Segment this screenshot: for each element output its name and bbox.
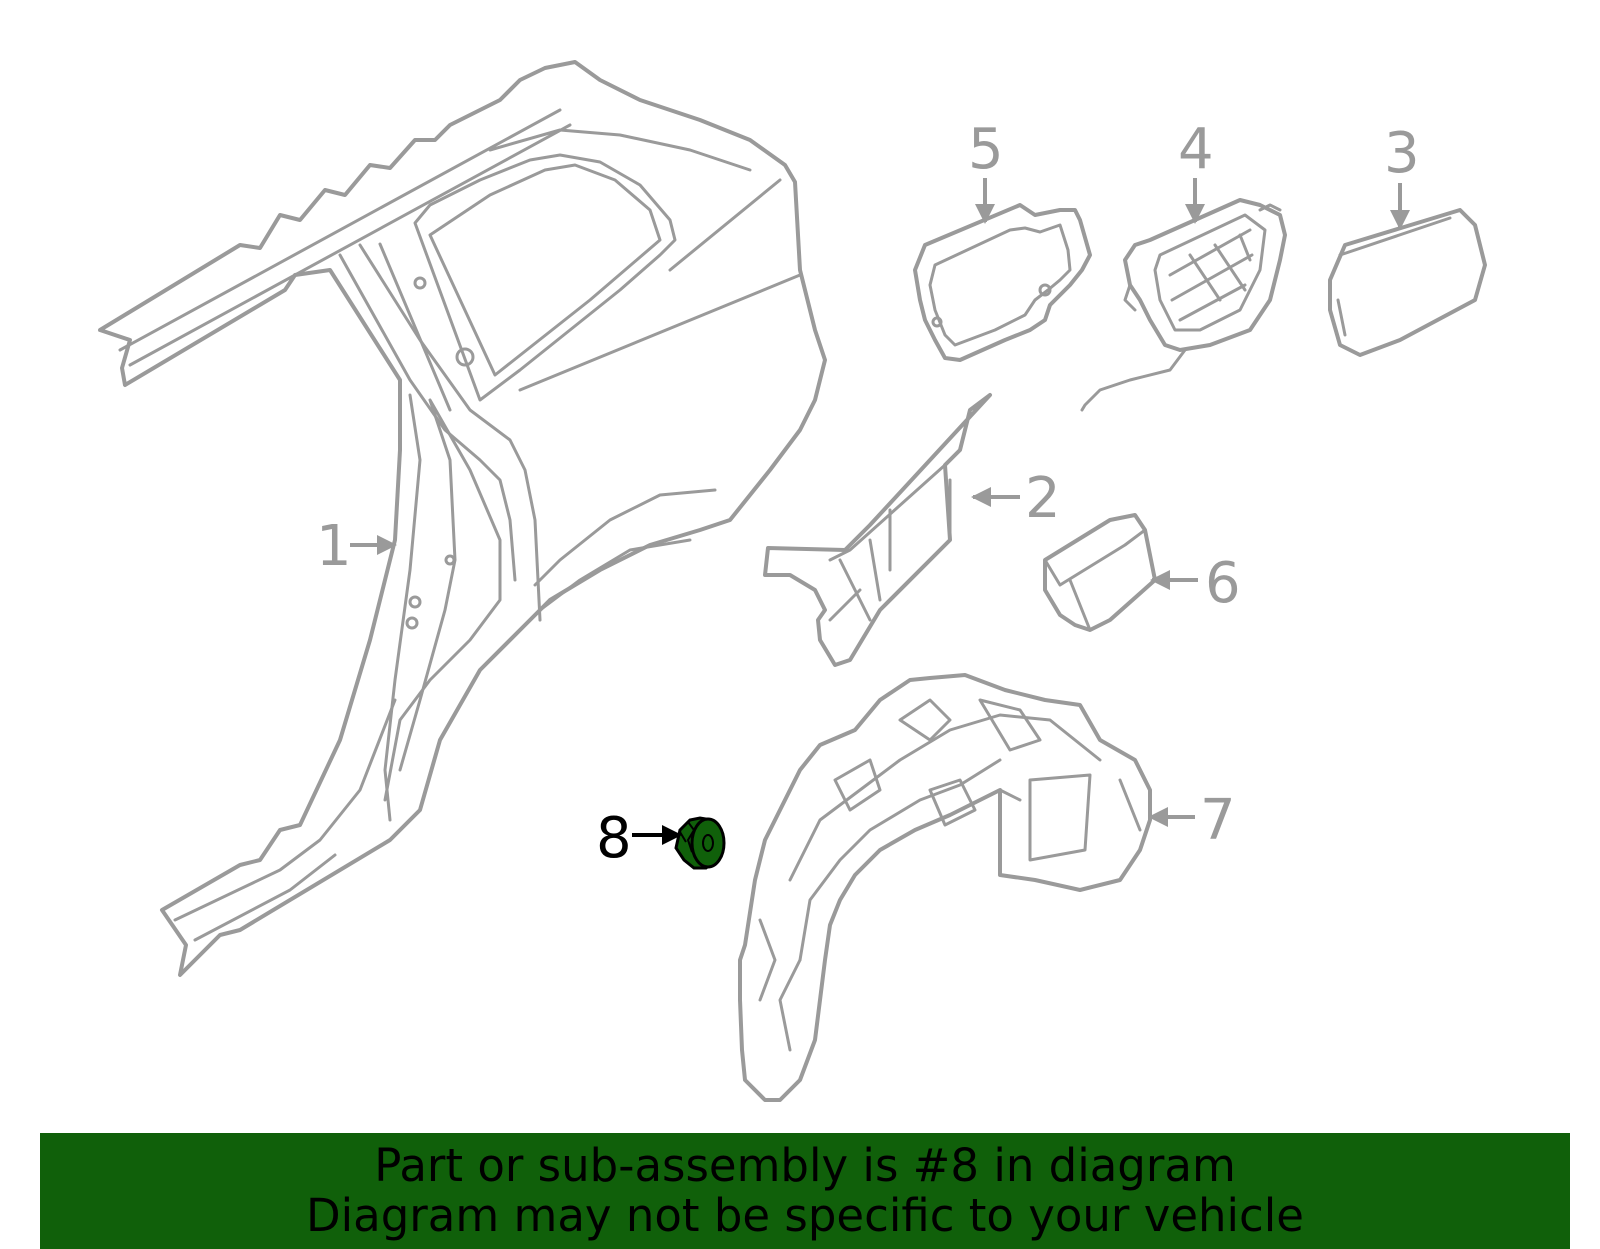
grommet-part-highlighted[interactable] xyxy=(674,816,726,870)
quarter-panel-part[interactable] xyxy=(98,60,827,977)
callout-number-4[interactable]: 4 xyxy=(1178,117,1214,182)
callout-number-2[interactable]: 2 xyxy=(1025,466,1061,531)
info-banner: Part or sub-assembly is #8 in diagram Di… xyxy=(40,1133,1570,1249)
wheel-house-liner-part[interactable] xyxy=(738,673,1152,1102)
callout-number-5[interactable]: 5 xyxy=(968,117,1004,182)
callout-number-3[interactable]: 3 xyxy=(1384,121,1420,186)
callout-number-7[interactable]: 7 xyxy=(1200,788,1236,853)
fuel-filler-pocket-part[interactable] xyxy=(913,203,1092,362)
banner-line-part-info: Part or sub-assembly is #8 in diagram xyxy=(374,1139,1236,1192)
fuel-door-cover-part[interactable] xyxy=(1328,208,1487,357)
inner-panel-bracket-part[interactable] xyxy=(763,393,992,667)
fuel-door-housing-part[interactable] xyxy=(1080,198,1287,412)
trim-piece-part[interactable] xyxy=(1043,513,1157,632)
parts-diagram: 1 2 3 4 5 6 7 8 xyxy=(98,60,1487,1102)
callout-number-6[interactable]: 6 xyxy=(1205,551,1241,616)
banner-line-disclaimer: Diagram may not be specific to your vehi… xyxy=(306,1189,1304,1242)
callout-number-8[interactable]: 8 xyxy=(596,806,632,871)
callout-number-1[interactable]: 1 xyxy=(316,514,352,579)
